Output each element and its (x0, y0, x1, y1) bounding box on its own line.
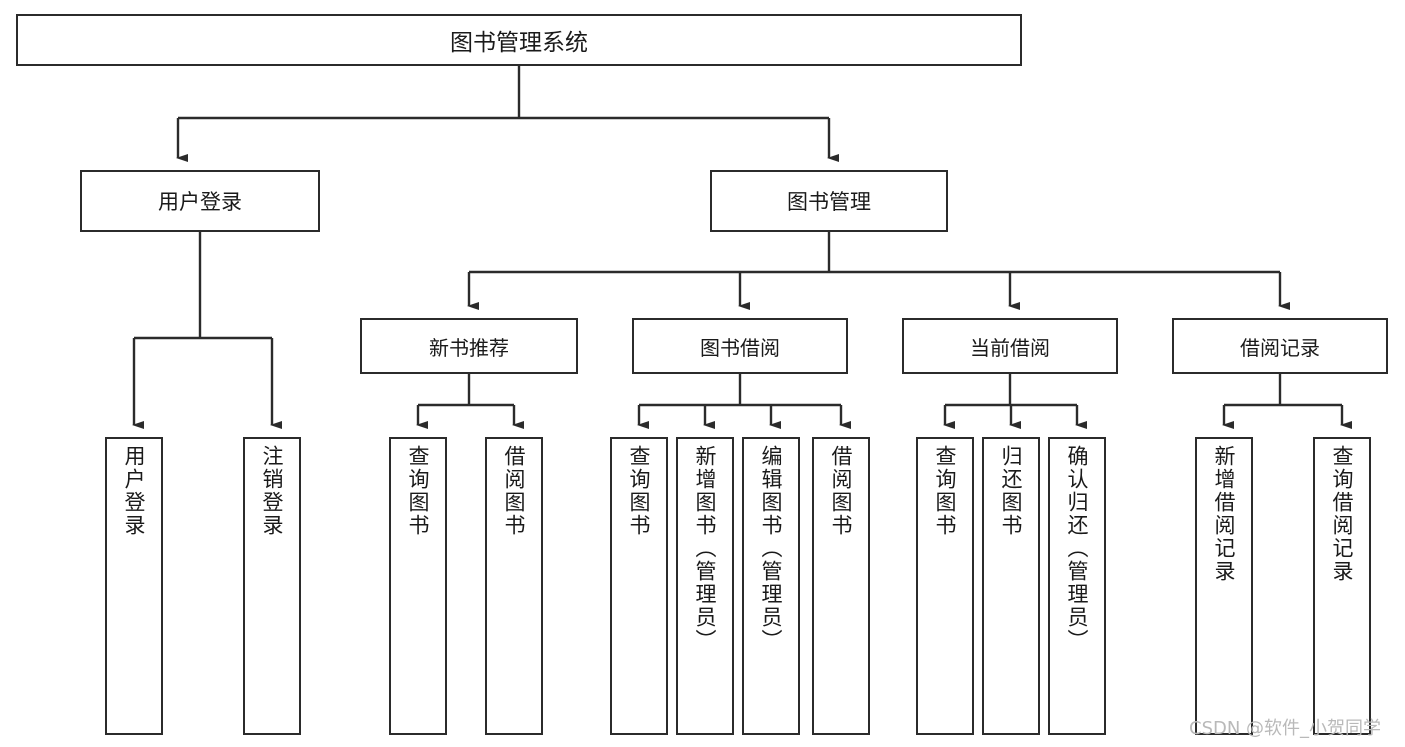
leaf-bb-borrow-book[interactable]: 借阅图书 (812, 437, 870, 735)
node-label: 注销登录 (260, 445, 285, 537)
node-label: 查询图书 (627, 445, 652, 537)
node-label: 查询图书 (406, 445, 431, 537)
csdn-watermark: CSDN @软件_小贺同学 (1189, 718, 1382, 739)
node-label: 新书推荐 (429, 335, 509, 360)
node-label: 确认归还（管理员） (1065, 445, 1090, 652)
node-label: 借阅记录 (1240, 335, 1320, 360)
leaf-cb-return-book[interactable]: 归还图书 (982, 437, 1040, 735)
node-book-management[interactable]: 图书管理 (710, 170, 948, 232)
node-label: 编辑图书（管理员） (759, 445, 784, 652)
node-label: 新增借阅记录 (1212, 445, 1237, 583)
node-book-borrow[interactable]: 图书借阅 (632, 318, 848, 374)
node-label: 图书借阅 (700, 335, 780, 360)
leaf-user-login[interactable]: 用户登录 (105, 437, 163, 735)
node-label: 当前借阅 (970, 335, 1050, 360)
node-label: 新增图书（管理员） (693, 445, 718, 652)
leaf-bb-edit-book[interactable]: 编辑图书（管理员） (742, 437, 800, 735)
node-label: 图书管理 (787, 190, 871, 214)
node-new-book-recommend[interactable]: 新书推荐 (360, 318, 578, 374)
node-label: 用户登录 (158, 190, 242, 214)
node-label: 用户登录 (122, 445, 147, 537)
node-label: 归还图书 (999, 445, 1024, 537)
node-root[interactable]: 图书管理系统 (16, 14, 1022, 66)
node-label: 图书管理系统 (450, 30, 588, 56)
node-borrow-records[interactable]: 借阅记录 (1172, 318, 1388, 374)
leaf-br-add-record[interactable]: 新增借阅记录 (1195, 437, 1253, 735)
leaf-bb-query-book[interactable]: 查询图书 (610, 437, 668, 735)
node-current-borrow[interactable]: 当前借阅 (902, 318, 1118, 374)
node-label: 借阅图书 (502, 445, 527, 537)
node-label: 借阅图书 (829, 445, 854, 537)
leaf-user-logout[interactable]: 注销登录 (243, 437, 301, 735)
leaf-br-query-record[interactable]: 查询借阅记录 (1313, 437, 1371, 735)
leaf-cb-query-book[interactable]: 查询图书 (916, 437, 974, 735)
leaf-bb-add-book[interactable]: 新增图书（管理员） (676, 437, 734, 735)
node-label: 查询借阅记录 (1330, 445, 1355, 583)
leaf-nbr-borrow-book[interactable]: 借阅图书 (485, 437, 543, 735)
leaf-cb-confirm-return[interactable]: 确认归还（管理员） (1048, 437, 1106, 735)
leaf-nbr-query-book[interactable]: 查询图书 (389, 437, 447, 735)
node-label: 查询图书 (933, 445, 958, 537)
node-user-login[interactable]: 用户登录 (80, 170, 320, 232)
